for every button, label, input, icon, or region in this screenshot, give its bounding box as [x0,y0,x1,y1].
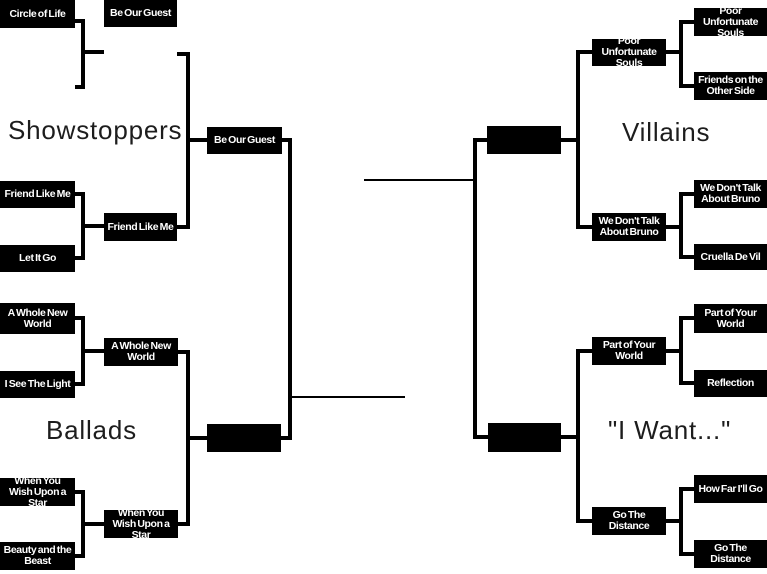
final-line-right [364,179,476,181]
bracket-connector [178,522,190,526]
bracket-connector [683,84,694,88]
bracket-connector [561,435,576,439]
bracket-connector [178,350,190,354]
bracket-connector [81,522,104,526]
song-box-circle-of-life[interactable]: Circle of Life [0,0,75,28]
song-box-friend-like-me[interactable]: Friend Like Me [0,181,75,208]
bracket-connector [75,490,85,494]
region-title-villains: Villains [622,117,711,147]
match-winner-box-poor-unfortunate-souls[interactable]: Poor Unfortunate Souls [592,36,666,69]
bracket-connector [683,552,694,556]
bracket-connector [576,50,592,54]
song-box-a-whole-new-world[interactable]: A Whole New World [0,303,75,334]
bracket-connector [576,50,580,229]
bracket-connector [561,138,576,142]
match-winner-box-go-the-distance[interactable]: Go The Distance [592,507,666,535]
bracket-connector [288,138,292,440]
bracket-connector [576,225,592,229]
bracket-connector [75,192,85,196]
match-winner-box-we-dont-talk-about-bruno[interactable]: We Don't Talk About Bruno [592,213,666,241]
bracket-connector [281,436,290,440]
song-box-let-it-go[interactable]: Let It Go [0,245,75,272]
match-winner-box-friend-like-me[interactable]: Friend Like Me [104,213,177,241]
song-box-we-dont-talk-about-bruno[interactable]: We Don't Talk About Bruno [694,180,767,208]
bracket-connector [576,519,592,523]
bracket-connector [75,316,85,320]
region-winner-box-showstoppers[interactable]: Be Our Guest [207,127,282,154]
final-line-left [288,396,405,398]
bracket-connector [186,138,207,142]
match-winner-box-a-whole-new-world[interactable]: A Whole New World [104,338,178,366]
region-winner-box-villains-empty[interactable] [487,126,561,154]
region-title-showstoppers: Showstoppers [8,115,183,145]
bracket-connector [576,349,592,353]
bracket-connector [683,255,694,259]
bracket-connector [477,435,488,439]
region-winner-box-ballads-empty[interactable] [207,424,281,452]
match-winner-box-part-of-your-world[interactable]: Part of Your World [592,337,666,365]
bracket-connector [666,349,683,353]
bracket-connector [683,316,694,320]
bracket-connector [679,20,683,88]
region-title-ballads: Ballads [46,415,137,445]
song-box-go-the-distance[interactable]: Go The Distance [694,540,767,568]
bracket-connector [81,50,104,54]
song-box-friends-on-the-other-side[interactable]: Friends on the Other Side [694,72,767,100]
bracket-connector [666,519,683,523]
bracket-connector [666,50,683,54]
song-box-when-you-wish-upon-a-star[interactable]: When You Wish Upon a Star [0,475,75,508]
song-box-how-far-ill-go[interactable]: How Far I'll Go [694,475,767,503]
song-box-cruella-de-vil[interactable]: Cruella De Vil [694,244,767,270]
bracket-connector [683,487,694,491]
bracket-connector [81,19,85,89]
song-box-i-see-the-light[interactable]: I See The Light [0,371,75,398]
bracket-connector [75,554,85,558]
bracket-connector [186,436,207,440]
song-box-part-of-your-world[interactable]: Part of Your World [694,304,767,333]
bracket-connector [473,138,477,439]
bracket-connector [81,349,104,353]
song-box-poor-unfortunate-souls[interactable]: Poor Unfortunate Souls [694,5,767,38]
bracket-connector [177,225,190,229]
bracket-connector [75,85,85,89]
bracket-connector [81,224,104,228]
region-title-i-want: "I Want..." [608,415,732,445]
bracket-connector [75,382,85,386]
match-winner-box-be-our-guest[interactable]: Be Our Guest [104,0,177,27]
bracket-connector [75,256,85,260]
bracket-connector [576,349,580,523]
bracket-connector [75,19,85,23]
bracket-connector [683,192,694,196]
region-winner-box-i-want-empty[interactable] [488,423,561,452]
song-box-reflection[interactable]: Reflection [694,370,767,397]
bracket-connector [683,20,694,24]
match-winner-box-when-you-wish-upon-a-star[interactable]: When You Wish Upon a Star [104,507,178,540]
bracket-connector [177,52,190,56]
bracket-connector [477,138,487,142]
bracket-connector [282,138,290,142]
song-box-beauty-and-the-beast[interactable]: Beauty and the Beast [0,542,75,570]
bracket-connector [683,381,694,385]
bracket-connector [666,225,683,229]
